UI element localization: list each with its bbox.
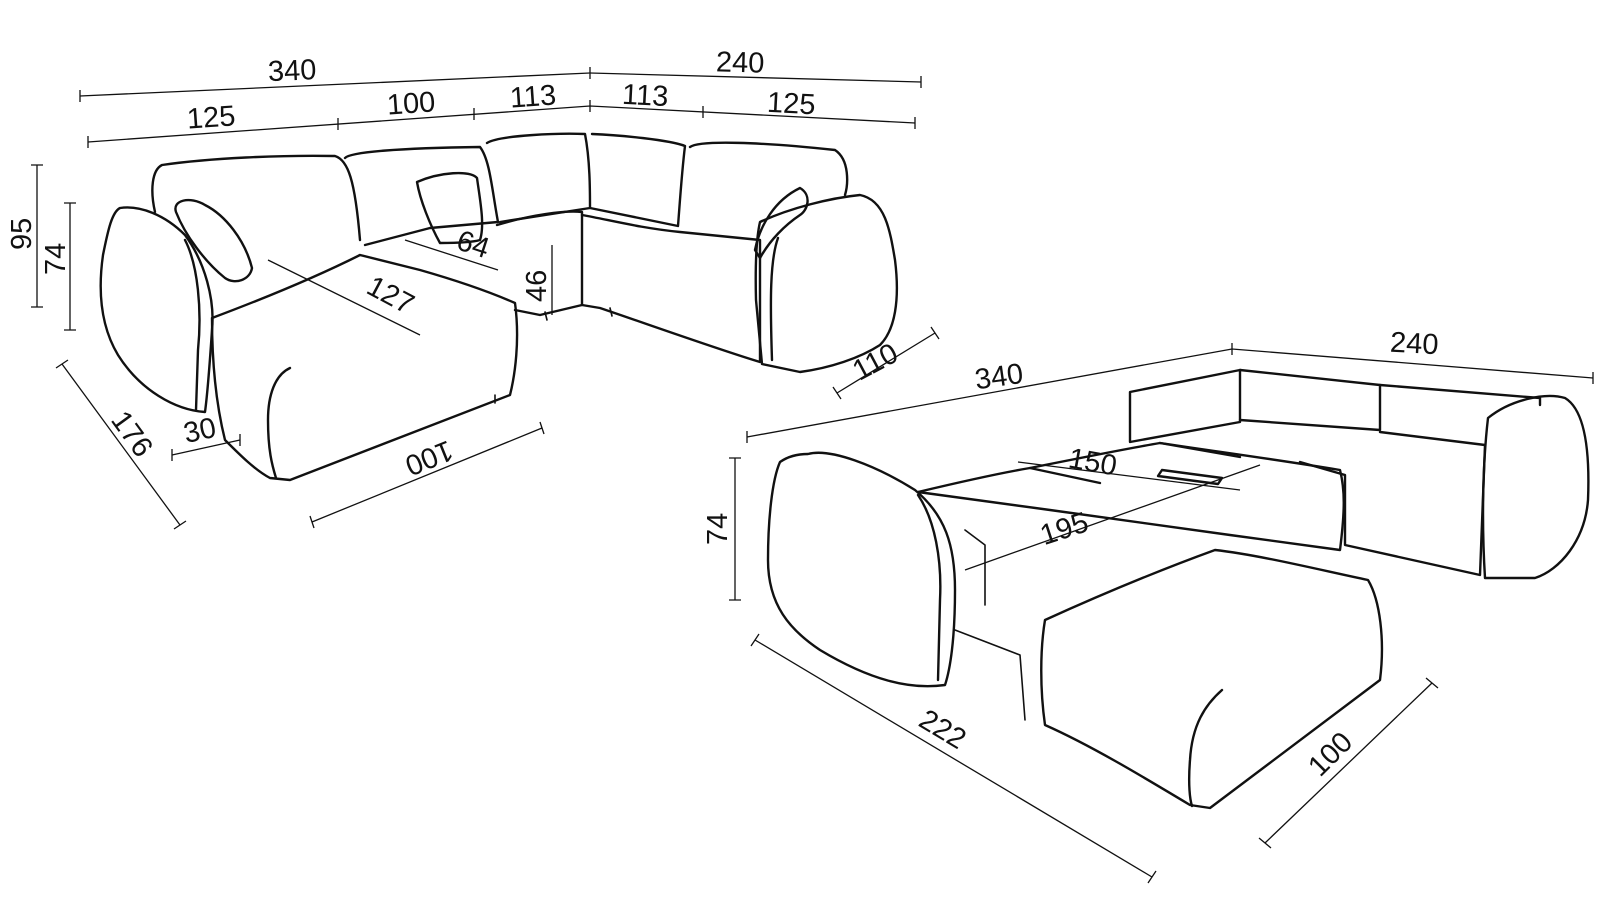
- dim-line-back-depth: [404, 239, 499, 271]
- dim-ticks-bed-total: [746, 343, 1594, 443]
- label-bed-total-left: 340: [973, 358, 1025, 396]
- bed-chaise-curve: [1187, 688, 1224, 808]
- label-top-seg-4: 113: [621, 79, 669, 113]
- corner-sofa-drawing: [99, 132, 899, 482]
- label-arm-width: 30: [181, 412, 219, 450]
- leg-2: [544, 311, 548, 321]
- pillow-right: [753, 186, 809, 260]
- bed-left-arm-inner: [916, 493, 942, 682]
- back-cushion-5: [688, 141, 849, 197]
- corner-sofa-dimension-lines: [31, 67, 940, 530]
- label-chaise-length: 176: [104, 405, 158, 463]
- back-cushion-1: [151, 154, 362, 242]
- bed-left-arm: [766, 451, 957, 688]
- chaise-front-curve: [266, 366, 292, 480]
- leg-3: [609, 307, 613, 317]
- dim-ticks-top: [79, 67, 922, 148]
- dim-ticks-height: [31, 164, 76, 331]
- dim-ticks-bed-arm-height: [729, 457, 741, 601]
- back-cushion-3: [485, 132, 592, 224]
- dim-line-top-right: [589, 72, 922, 83]
- dim-line-seat-depth: [267, 259, 421, 336]
- bed-back-right: [1378, 383, 1542, 407]
- dim-line-chaise-length: [61, 363, 181, 526]
- dim-ticks-misc: [55, 326, 940, 530]
- right-arm-inner: [769, 236, 780, 362]
- label-bed-total-right: 240: [1389, 327, 1439, 361]
- dim-line-bed-total-length: [754, 639, 1153, 878]
- bed-mattress-seam: [1028, 441, 1242, 485]
- dim-line-chaise-width: [311, 427, 543, 523]
- bed-back-corner: [1238, 368, 1382, 432]
- label-height-arm: 74: [40, 243, 72, 275]
- label-back-depth: 64: [453, 225, 494, 265]
- label-top-seg-5: 125: [766, 87, 816, 121]
- label-top-seg-2: 100: [386, 86, 437, 121]
- label-right-depth: 110: [848, 337, 904, 387]
- sofa-bed-drawing: [766, 368, 1590, 810]
- dim-line-right-depth: [836, 332, 936, 394]
- label-seat-depth: 127: [361, 270, 419, 321]
- dim-line-bed-length: [964, 464, 1261, 571]
- label-bed-arm-height: 74: [702, 513, 734, 545]
- label-top-seg-3: 113: [509, 79, 557, 114]
- label-chaise-width: 100: [401, 434, 458, 482]
- bed-back-left: [1128, 368, 1242, 444]
- label-bed-length: 195: [1036, 506, 1092, 551]
- bed-chaise: [1040, 548, 1384, 810]
- label-bed-total-length: 222: [913, 704, 971, 756]
- label-top-seg-1: 125: [186, 100, 237, 135]
- dim-line-top-left: [79, 72, 591, 97]
- label-height-total: 95: [6, 218, 38, 250]
- label-bed-chaise-width: 100: [1302, 726, 1359, 783]
- bed-frame-under: [954, 529, 1026, 721]
- right-arm: [754, 193, 899, 374]
- chaise-seat: [210, 253, 519, 482]
- sofa-bed-dimension-lines: [729, 343, 1594, 884]
- back-cushion-2: [343, 145, 500, 247]
- left-arm: [99, 206, 214, 414]
- dim-line-arm-width: [171, 439, 241, 456]
- corner-seat-middle: [495, 210, 584, 317]
- dim-line-bed-chaise-width: [1264, 682, 1433, 844]
- bed-right-seat: [1298, 430, 1487, 577]
- bed-handle: [1156, 468, 1224, 486]
- bed-right-arm: [1481, 394, 1590, 580]
- dim-ticks-bed-misc: [750, 633, 1439, 884]
- label-seat-height: 46: [521, 270, 553, 302]
- left-arm-inner: [183, 238, 201, 412]
- label-top-total-right: 240: [716, 46, 765, 79]
- back-cushion-4: [588, 132, 687, 228]
- pillow-left: [174, 198, 254, 283]
- label-top-total-left: 340: [267, 54, 317, 88]
- corner-seat-right: [580, 213, 762, 364]
- pillow-middle: [415, 171, 484, 245]
- bed-mattress-back: [916, 441, 1345, 552]
- dimension-labels: 340 240 125 100 113 113 125 95 74 64 46 …: [6, 46, 1439, 783]
